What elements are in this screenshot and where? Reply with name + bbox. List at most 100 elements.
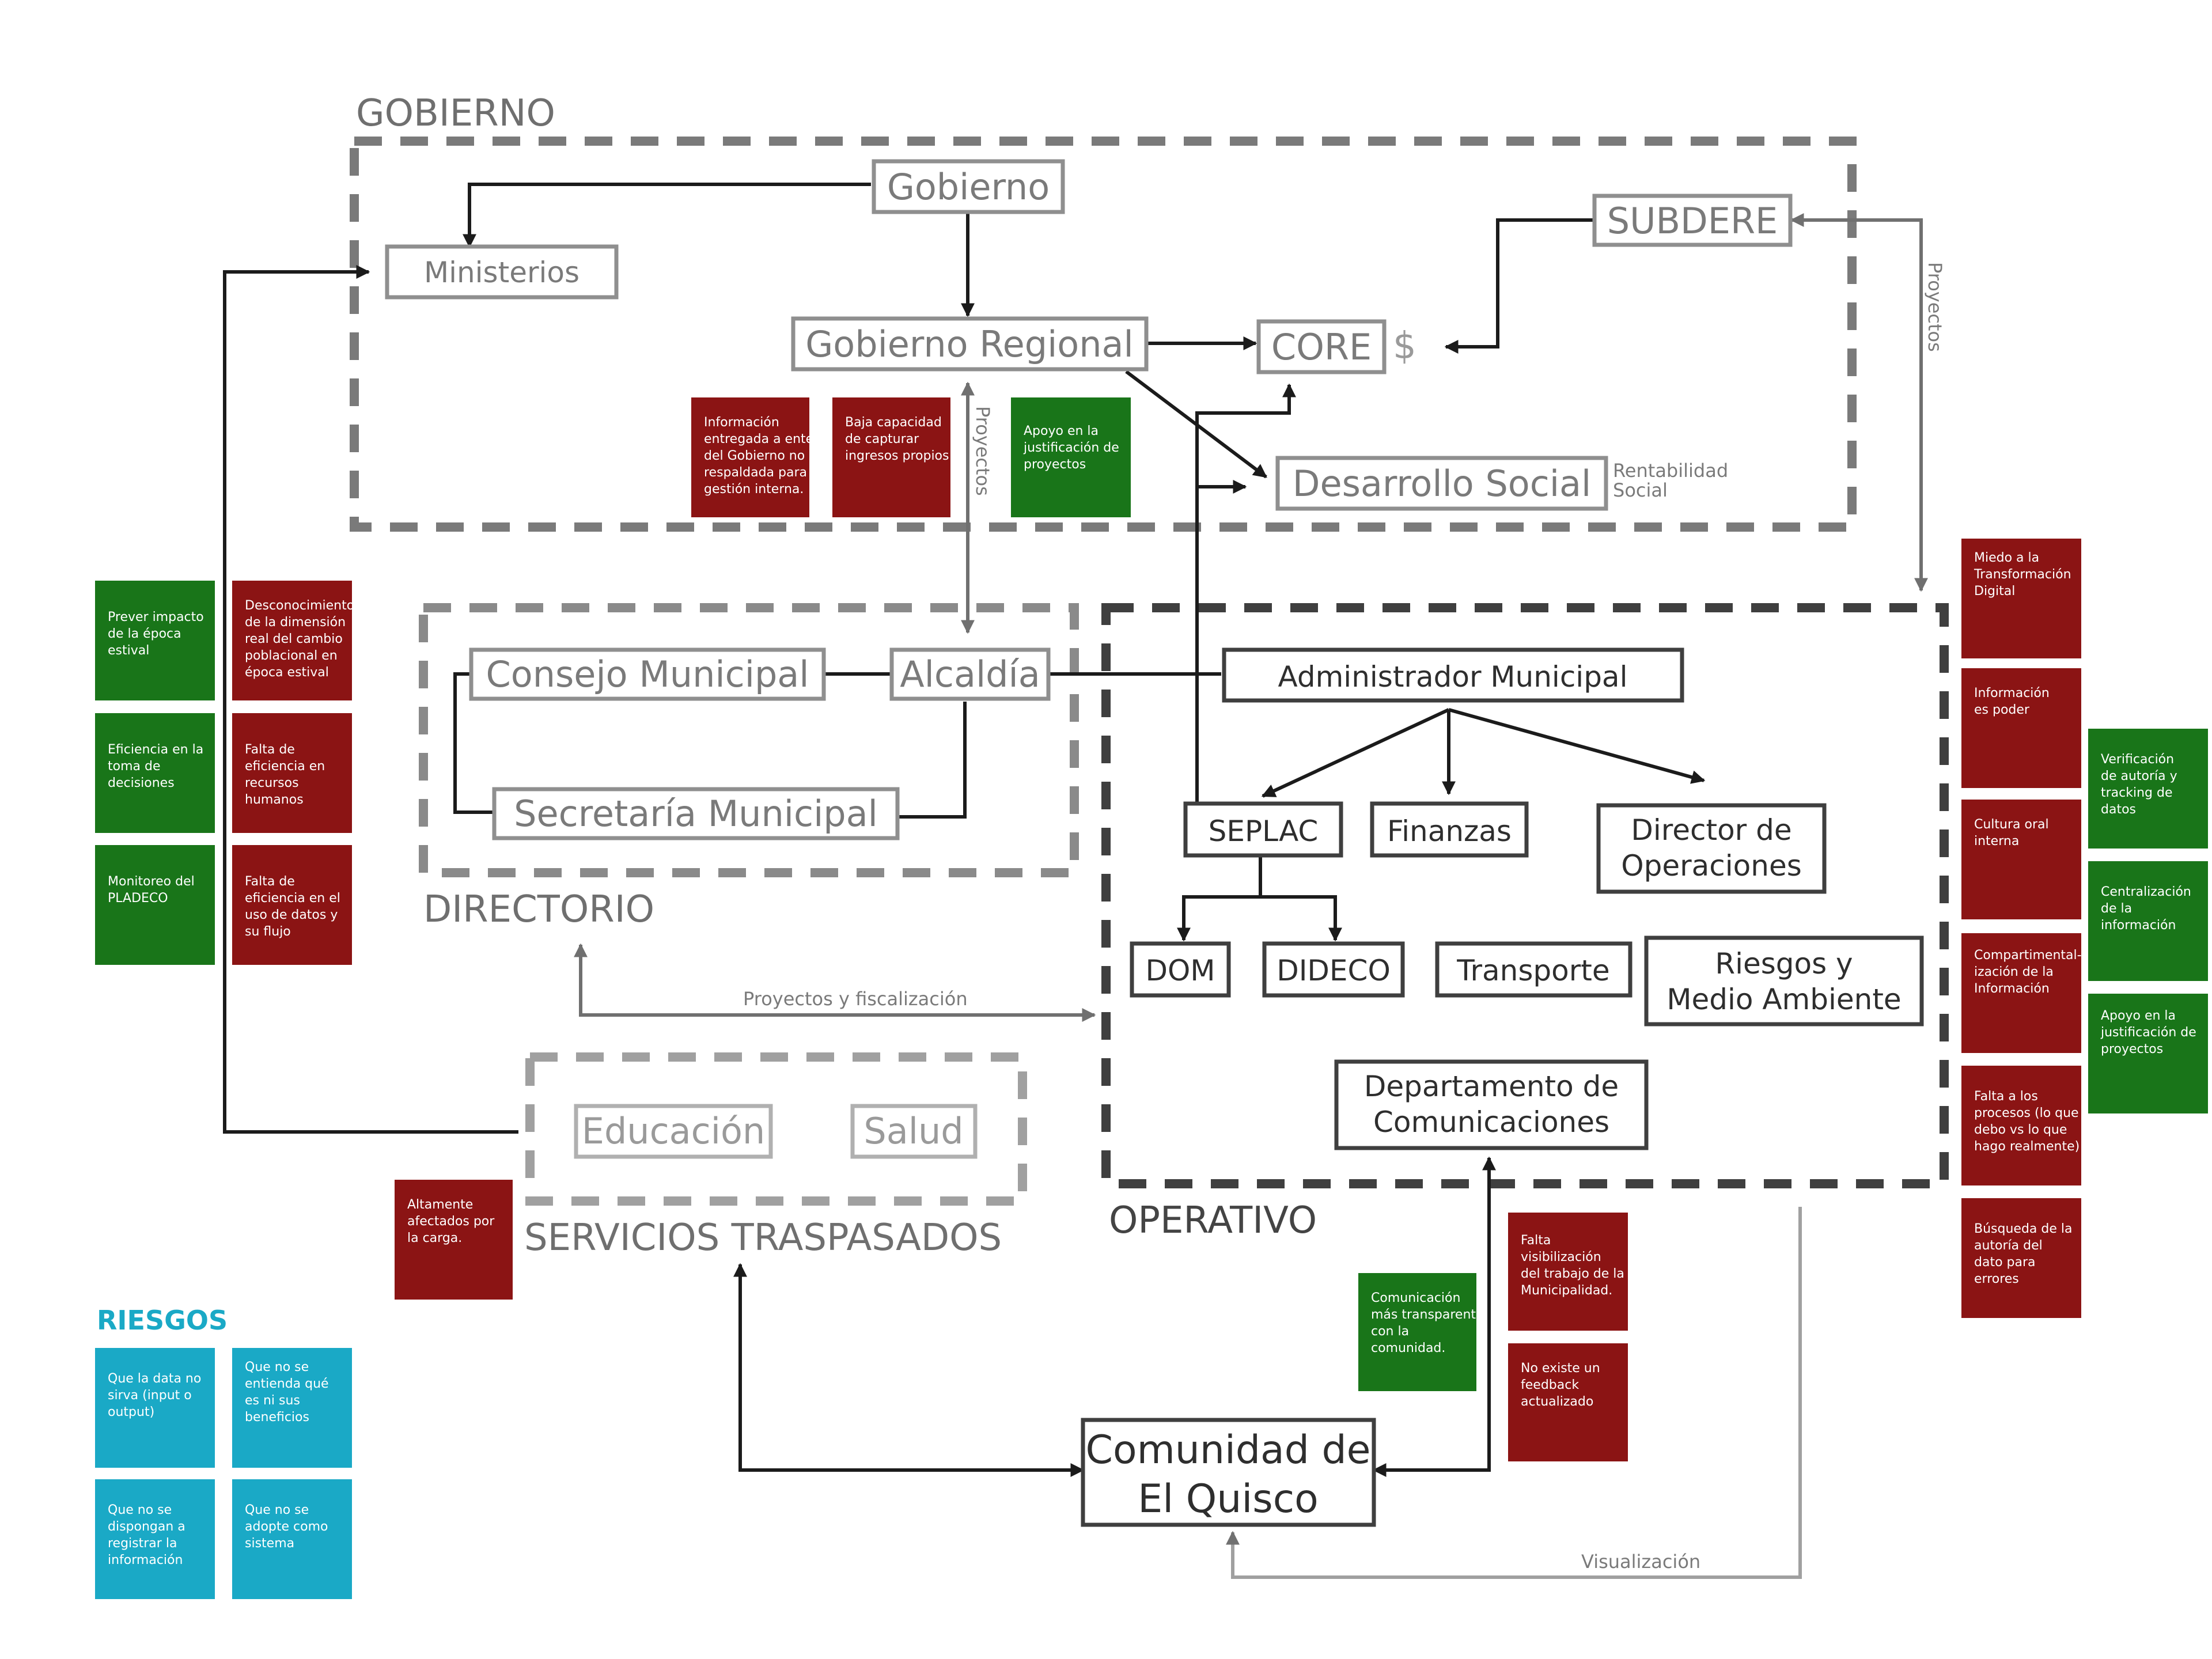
sticky-note-line: de la época bbox=[108, 627, 181, 641]
svg-text:DOM: DOM bbox=[1146, 954, 1215, 987]
sticky-note-line: Transformación bbox=[1974, 567, 2071, 582]
sticky-note-line: Información bbox=[704, 415, 779, 430]
sticky-note-line: de la dimensión bbox=[245, 615, 346, 630]
sticky-note-line: Que no se bbox=[245, 1503, 309, 1517]
sticky-note-line: Falta de bbox=[245, 874, 295, 889]
sticky-note-line: entienda qué bbox=[245, 1377, 329, 1391]
edge-comunicaciones-comunidad bbox=[1372, 1156, 1496, 1477]
node-alcaldia: Alcaldía bbox=[889, 647, 1051, 701]
rentabilidad-social-label: Rentabilidad Social bbox=[1613, 460, 1728, 501]
sticky-note-line: Eficiencia en la bbox=[108, 743, 203, 757]
svg-text:Transporte: Transporte bbox=[1456, 954, 1609, 987]
sticky-note-gobierno-area-1: Información entregada a entes del Gobierno… bbox=[691, 397, 823, 517]
sticky-note-line: hago realmente) bbox=[1974, 1139, 2080, 1154]
edge-servicios-ministerios bbox=[223, 265, 518, 1134]
edge-subdere-core bbox=[1444, 218, 1593, 354]
sticky-note-background bbox=[1961, 539, 2081, 658]
sticky-note-line: más transparente bbox=[1371, 1308, 1484, 1322]
sticky-note-line: Centralización bbox=[2101, 885, 2191, 899]
sticky-note-line: afectados por bbox=[407, 1214, 495, 1229]
svg-text:Departamento de: Departamento de bbox=[1364, 1070, 1619, 1103]
core-dollar-sign: $ bbox=[1393, 325, 1416, 368]
sticky-note-line: del Gobierno no es bbox=[704, 449, 823, 463]
sticky-note-line: información bbox=[108, 1553, 183, 1567]
sticky-note-line: decisiones bbox=[108, 776, 175, 790]
sticky-note-line: Municipalidad. bbox=[1521, 1283, 1612, 1298]
sticky-note-line: proyectos bbox=[2101, 1042, 2163, 1056]
sticky-note-line: ingresos propios bbox=[845, 449, 949, 463]
sticky-note-line: Altamente bbox=[407, 1198, 473, 1212]
node-educacion: Educación bbox=[574, 1104, 773, 1159]
svg-text:Desarrollo Social: Desarrollo Social bbox=[1293, 463, 1592, 505]
gobierno-group-label: GOBIERNO bbox=[356, 92, 555, 135]
node-dom: DOM bbox=[1130, 941, 1231, 998]
svg-text:Comunicaciones: Comunicaciones bbox=[1373, 1105, 1609, 1139]
sticky-note-line: Desconocimiento bbox=[245, 599, 354, 613]
sticky-note-line: debo vs lo que bbox=[1974, 1123, 2067, 1137]
sticky-note-line: Información bbox=[1974, 686, 2050, 700]
sticky-note-line: Que no se bbox=[108, 1503, 172, 1517]
sticky-note-background bbox=[1961, 1198, 2081, 1318]
sticky-note-line: uso de datos y bbox=[245, 908, 338, 922]
svg-text:Comunidad de: Comunidad de bbox=[1085, 1427, 1370, 1473]
sticky-note-comunicaciones-area-3: No existe un feedback actualizado bbox=[1508, 1343, 1628, 1461]
sticky-note-background bbox=[832, 397, 950, 517]
edge-consejo-secretaria bbox=[453, 672, 493, 814]
sticky-note-line: feedback bbox=[1521, 1378, 1579, 1392]
sticky-note-line: Compartimental- bbox=[1974, 948, 2082, 963]
sticky-notes-layer: Información entregada a entes del Gobierno… bbox=[95, 397, 2208, 1599]
sticky-note-background bbox=[1961, 800, 2081, 919]
edge-directorio-operativo bbox=[574, 943, 1096, 1022]
sticky-note-line: Apoyo en la bbox=[1024, 424, 1099, 438]
svg-text:SUBDERE: SUBDERE bbox=[1607, 200, 1778, 242]
sticky-note-line: de la bbox=[2101, 902, 2132, 916]
edge-seplac-core bbox=[1195, 383, 1296, 804]
sticky-note-line: es poder bbox=[1974, 703, 2030, 717]
sticky-note-line: Prever impacto bbox=[108, 610, 204, 624]
svg-text:Medio Ambiente: Medio Ambiente bbox=[1666, 983, 1901, 1016]
sticky-note-line: respaldada para bbox=[704, 465, 807, 480]
sticky-note-background bbox=[95, 1479, 215, 1599]
sticky-note-line: es ni sus bbox=[245, 1393, 300, 1408]
sticky-note-background bbox=[232, 713, 352, 833]
sticky-note-line: No existe un bbox=[1521, 1361, 1600, 1376]
sticky-note-line: actualizado bbox=[1521, 1395, 1593, 1409]
svg-text:DIDECO: DIDECO bbox=[1277, 954, 1391, 987]
svg-text:El Quisco: El Quisco bbox=[1138, 1476, 1318, 1522]
sticky-note-line: entregada a entes bbox=[704, 432, 820, 446]
sticky-note-line: Verificación bbox=[2101, 752, 2174, 767]
sticky-note-line: justificación de bbox=[2100, 1025, 2196, 1040]
edge-seplac-dom bbox=[1177, 857, 1262, 942]
node-comunidad: Comunidad de El Quisco bbox=[1081, 1418, 1376, 1527]
sticky-note-line: toma de bbox=[108, 759, 161, 774]
sticky-note-line: con la bbox=[1371, 1324, 1409, 1339]
sticky-note-line: Monitoreo del bbox=[108, 874, 195, 889]
sticky-note-line: estival bbox=[108, 643, 149, 658]
svg-text:SEPLAC: SEPLAC bbox=[1209, 815, 1319, 848]
sticky-note-background bbox=[232, 581, 352, 700]
sticky-note-line: autoría del bbox=[1974, 1238, 2043, 1253]
sticky-note-line: Cultura oral bbox=[1974, 817, 2049, 832]
operativo-group bbox=[1101, 603, 1949, 1188]
node-gobierno-regional: Gobierno Regional bbox=[791, 316, 1149, 372]
riesgos-label: RIESGOS bbox=[97, 1305, 228, 1336]
sticky-note-line: humanos bbox=[245, 793, 304, 807]
edge-servicios-comunidad bbox=[733, 1263, 1085, 1477]
sticky-note-line: Información bbox=[1974, 982, 2050, 996]
sticky-note-line: recursos bbox=[245, 776, 299, 790]
node-finanzas: Finanzas bbox=[1370, 801, 1529, 858]
sticky-note-line: Baja capacidad bbox=[845, 415, 942, 430]
sticky-note-line: su flujo bbox=[245, 925, 291, 939]
node-departamento-comunicaciones: Departamento de Comunicaciones bbox=[1334, 1059, 1649, 1150]
sticky-note-line: interna bbox=[1974, 834, 2019, 849]
edge-admin-seplac bbox=[1261, 708, 1450, 798]
